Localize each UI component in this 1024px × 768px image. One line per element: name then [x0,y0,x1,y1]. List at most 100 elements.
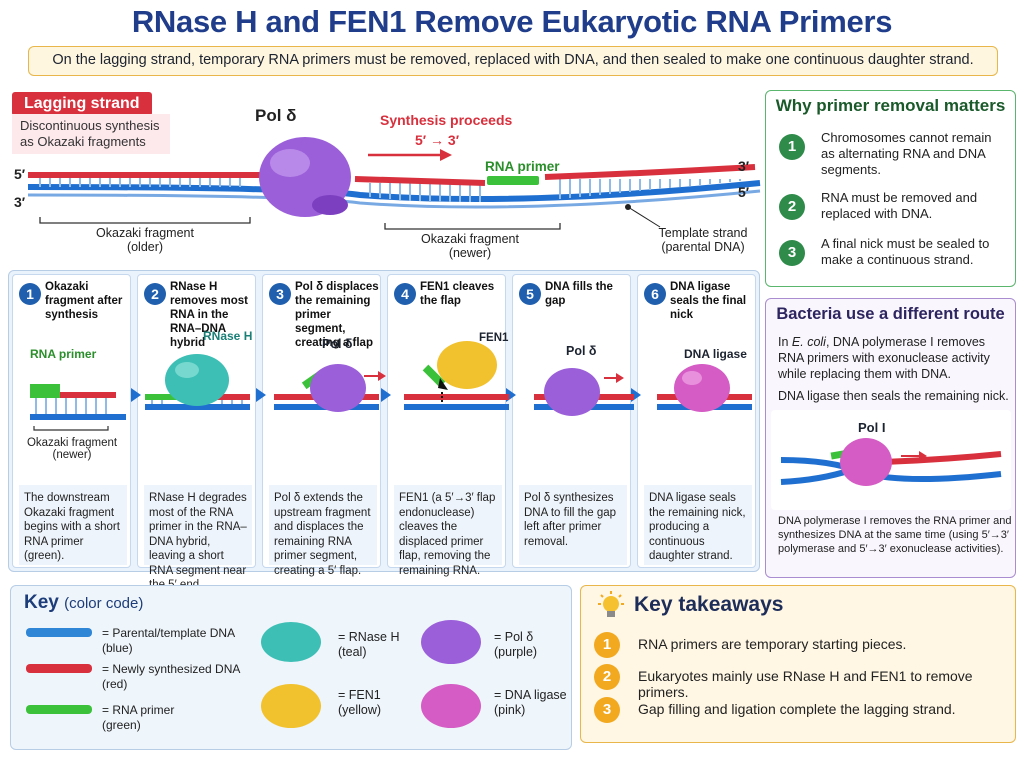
key-title: Key (color code) [24,592,144,613]
why-number: 1 [779,134,805,160]
step-illustrations [30,341,752,431]
key-enzyme-icons [261,620,481,728]
okazaki-older-label: Okazaki fragment (older) [96,226,194,254]
step-description: Pol δ synthesizes DNA to fill the gap le… [519,485,627,565]
takeaway-item: 2 Eukaryotes mainly use RNase H and FEN1… [594,664,1010,700]
takeaway-number: 2 [594,664,620,690]
end-5-left: 5′ [14,166,26,182]
end-5-right: 5′ [738,184,750,200]
dna-ligase-icon [421,684,481,728]
why-title: Why primer removal matters [775,96,1006,115]
step-number: 3 [269,283,291,305]
step-5-card: 5 DNA fills the gap Pol δ synthesizes DN… [512,274,631,568]
pol-delta-label: Pol δ [255,106,297,125]
takeaway-text: RNA primers are temporary starting piece… [638,636,907,652]
step-heading: RNase H removes most RNA in the RNA–DNA … [170,281,248,349]
step-1-card: 1 Okazaki fragment after synthesis The d… [12,274,131,568]
step-arrow-icon [256,388,266,402]
step-heading: DNA ligase seals the final nick [670,281,747,321]
step-number: 1 [19,283,41,305]
steps-panel [8,270,760,572]
why-number: 2 [779,194,805,220]
bacteria-text-2: DNA ligase then seals the remaining nick… [778,389,1009,403]
step6-ligase-label: DNA ligase [684,347,747,361]
step-description: FEN1 (a 5′→3′ flap endonuclease) cleaves… [394,485,502,577]
step5-pol-delta-label: Pol δ [566,344,597,358]
pol-delta-icon [259,137,351,217]
step-6-card: 6 DNA ligase seals the final nick DNA li… [637,274,756,568]
pol-delta-icon [421,620,481,664]
step-heading: DNA fills the gap [545,281,613,307]
bacteria-title: Bacteria use a different route [776,305,1005,323]
lightbulb-icon [598,591,624,617]
why-item: 1 Chromosomes cannot remain as alternati… [775,130,1010,177]
step-heading: Okazaki fragment after synthesis [45,281,123,321]
step-2-card: 2 RNase H removes most RNA in the RNA–DN… [137,274,256,591]
step-arrow-icon [381,388,391,402]
takeaway-text: Eukaryotes mainly use RNase H and FEN1 t… [638,668,973,700]
step-description: RNase H degrades most of the RNA primer … [144,485,252,591]
takeaway-item: 3 Gap filling and ligation complete the … [594,697,1010,727]
why-item: 3 A final nick must be sealed to make a … [775,236,1010,282]
pol-i-label: Pol I [858,420,886,435]
pol-delta-icon [544,368,600,416]
step4-fen1-label: FEN1 [479,332,509,344]
bacteria-text-1: In E. coli, DNA polymerase I removes RNA… [778,335,990,381]
why-item: 2 RNA must be removed and replaced with … [775,190,1010,236]
step-arrow-icon [506,388,516,402]
key-label-template: = Parental/template DNA (blue) [102,626,236,655]
subtitle-banner: On the lagging strand, temporary RNA pri… [28,46,998,76]
key-label-new: = Newly synthesized DNA (red) [102,662,241,691]
why-panel [765,90,1016,287]
step-4-card: 4 FEN1 cleaves the flap FEN1 (a 5′→3′ fl… [387,274,506,577]
key-label-ligase: = DNA ligase (pink) [494,688,567,717]
dna-ligase-icon [674,364,730,412]
rnase-h-icon [261,622,321,662]
key-swatch-primer [26,705,92,714]
fen1-icon [437,341,497,389]
key-label-pol-delta: = Pol δ (purple) [494,630,538,659]
takeaway-number: 3 [594,697,620,723]
step1-rna-primer-label: RNA primer [30,347,97,361]
bacteria-diagram [771,410,1011,510]
takeaway-text: Gap filling and ligation complete the la… [638,701,956,717]
rna-primer-strand [487,176,539,185]
key-swatch-template [26,628,92,637]
why-number: 3 [779,240,805,266]
step2-rnase-h-label: RNase H [203,329,253,343]
fen1-icon [261,684,321,728]
step-arrow-icon [131,388,141,402]
step-number: 6 [644,283,666,305]
takeaway-number: 1 [594,632,620,658]
why-text: Chromosomes cannot remain as alternating… [821,130,992,177]
lagging-strand-description: Discontinuous synthesis as Okazaki fragm… [12,114,170,154]
rnase-h-icon [165,354,229,406]
step1-okazaki-label: Okazaki fragment (newer) [26,437,118,461]
direction-label: 5′ → 3′ [415,132,460,148]
end-3-right: 3′ [738,158,750,174]
key-label-primer: = RNA primer (green) [102,703,175,732]
step-description: The downstream Okazaki fragment begins w… [19,485,127,565]
step-number: 2 [144,283,166,305]
step-arrow-icon [631,388,641,402]
page-title: RNase H and FEN1 Remove Eukaryotic RNA P… [131,4,893,39]
step-number: 4 [394,283,416,305]
step-number: 5 [519,283,541,305]
pol-delta-icon [310,364,366,412]
why-text: RNA must be removed and replaced with DN… [821,190,978,221]
step-heading: Pol δ displaces the remaining primer seg… [295,281,379,349]
bacteria-text-3: DNA polymerase I removes the RNA primer … [778,515,1012,555]
step-description: DNA ligase seals the remaining nick, pro… [644,485,752,565]
pol-i-icon [840,438,892,486]
lagging-strand-diagram [27,137,761,230]
why-text: A final nick must be sealed to make a co… [821,236,990,267]
template-strand-label: Template strand (parental DNA) [658,226,748,254]
step3-pol-delta-label: Pol δ [322,337,353,351]
takeaway-item: 1 RNA primers are temporary starting pie… [594,632,1010,662]
rna-primer-label: RNA primer [485,159,560,174]
takeaways-title: Key takeaways [634,593,784,616]
okazaki-newer-label: Okazaki fragment (newer) [421,232,519,260]
key-label-fen1: = FEN1 (yellow) [338,688,382,717]
step-description: Pol δ extends the upstream fragment and … [269,485,377,577]
end-3-left: 3′ [14,194,26,210]
